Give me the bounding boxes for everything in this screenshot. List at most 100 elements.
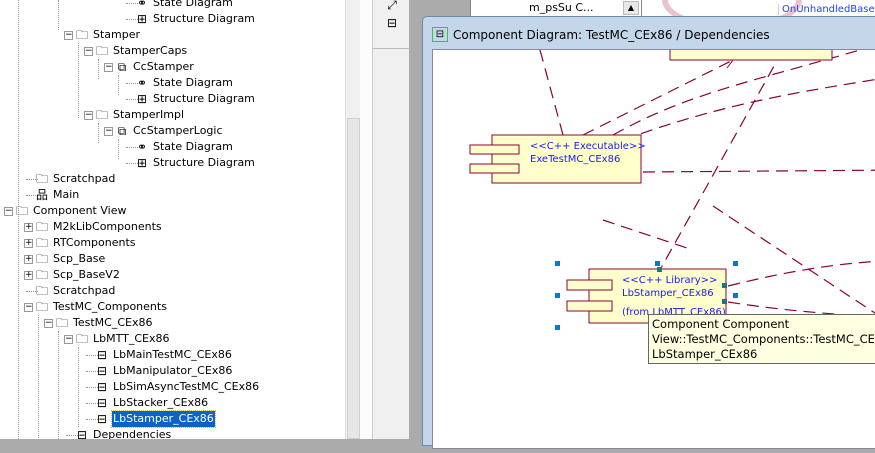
tree-item[interactable]: +🗀M2kLibComponents: [0, 219, 345, 235]
tree-connector: [126, 3, 138, 4]
expand-toggle[interactable]: +: [24, 254, 33, 264]
tree-item[interactable]: −⧉ CcStamper: [0, 59, 345, 75]
tree-guide-line: [18, 0, 19, 215]
collapse-toggle[interactable]: −: [24, 302, 33, 312]
component-diagram-window[interactable]: ⊟ Component Diagram: TestMC_CEx86 / Depe…: [422, 16, 875, 449]
dependency-line[interactable]: [612, 44, 875, 136]
tree-connector: [126, 163, 138, 164]
structure-diagram-icon: ⊞: [136, 156, 148, 170]
background-panel: m_psSu C... ▲: [470, 0, 642, 17]
tree-connector: [66, 435, 78, 436]
tree-item[interactable]: 🗀Scratchpad: [0, 283, 345, 299]
folder-icon: 🗀: [95, 44, 108, 58]
dependency-line[interactable]: [642, 169, 875, 173]
tree-item[interactable]: −⧉CcStamperLogic: [0, 123, 345, 139]
port-item[interactable]: m_psSu C...: [529, 1, 594, 14]
tree-item-label: Structure Diagram: [153, 12, 255, 25]
tree-item[interactable]: −🗀Stamper: [0, 27, 345, 43]
folder-icon: 🗀: [15, 204, 28, 218]
tree-scrollbar[interactable]: [345, 0, 360, 439]
tree-item-label: Scratchpad: [53, 284, 116, 297]
tree-item-label: LbMainTestMC_CEx86: [113, 348, 232, 361]
dependency-tool-icon[interactable]: ⤢: [387, 0, 397, 12]
port-label: OnUnhandledBasePort: [778, 4, 875, 15]
dependency-line[interactable]: [660, 49, 784, 269]
tree-item[interactable]: ⊞Structure Diagram: [0, 155, 345, 171]
tree-item[interactable]: 🗀Scratchpad: [0, 171, 345, 187]
tree-item[interactable]: ⊟Dependencies: [0, 427, 345, 439]
tree-item[interactable]: ⚭State Diagram: [0, 75, 345, 91]
diagram-canvas[interactable]: <<C++ Executable>> ExeTestMC_CEx86 <<C++…: [432, 44, 875, 449]
component-icon: ⊟: [96, 348, 108, 362]
connection-points[interactable]: [657, 267, 727, 304]
panel-splitter[interactable]: [360, 0, 373, 439]
structure-diagram-icon: ⊞: [136, 12, 148, 26]
folder-icon: 🗀: [35, 220, 48, 234]
background-diagram: OnUnhandledBasePort: [642, 0, 875, 30]
lib-name: LbStamper_CEx86: [622, 288, 714, 299]
folder-icon: 🗀: [35, 172, 48, 186]
tree-item[interactable]: ⊟LbManipulator_CEx86: [0, 363, 345, 379]
collapse-toggle[interactable]: −: [64, 334, 73, 344]
collapse-toggle[interactable]: −: [44, 318, 53, 328]
component-box[interactable]: [669, 44, 833, 61]
folder-icon: 🗀: [35, 236, 48, 250]
tree-item[interactable]: −🗀StamperImpl: [0, 107, 345, 123]
dependency-line[interactable]: [622, 75, 875, 141]
dependency-line[interactable]: [602, 219, 694, 251]
collapse-toggle[interactable]: −: [104, 126, 113, 136]
diagram-svg: <<C++ Executable>> ExeTestMC_CEx86 <<C++…: [469, 44, 875, 330]
tree-item[interactable]: ⊟ LbMainTestMC_CEx86: [0, 347, 345, 363]
collapse-toggle[interactable]: −: [84, 46, 93, 56]
collapse-toggle[interactable]: −: [64, 30, 73, 40]
scrollbar-thumb[interactable]: [347, 118, 360, 439]
component-icon: ⊟: [96, 396, 108, 410]
dependency-line[interactable]: [727, 260, 875, 287]
tree-item[interactable]: ⊟LbSimAsyncTestMC_CEx86: [0, 379, 345, 395]
dependency-line[interactable]: [582, 59, 734, 136]
tree-item[interactable]: −🗀TestMC_CEx86: [0, 315, 345, 331]
tree-item[interactable]: ⚭State Diagram: [0, 0, 345, 11]
tree-connector: [26, 195, 38, 196]
model-tree[interactable]: ⚭State Diagram⊞Structure Diagram−🗀Stampe…: [0, 0, 345, 439]
dependency-line[interactable]: [727, 301, 875, 318]
tree-item[interactable]: ⊟LbStacker_CEx86: [0, 395, 345, 411]
tree-item[interactable]: ⊟LbStamper_CEx86: [0, 410, 345, 428]
tree-item-label: LbStamper_CEx86: [111, 410, 216, 428]
folder-icon: 🗀: [75, 28, 88, 42]
expand-toggle[interactable]: +: [24, 270, 33, 280]
tree-item[interactable]: −🗀StamperCaps: [0, 43, 345, 59]
expand-toggle[interactable]: +: [24, 222, 33, 232]
tree-item-label: Main: [53, 188, 80, 201]
tree-connector: [126, 83, 138, 84]
tree-item[interactable]: ⚭State Diagram: [0, 139, 345, 155]
scroll-up-button[interactable]: ▲: [623, 1, 639, 15]
tree-connector: [86, 387, 98, 388]
tree-item[interactable]: −🗀TestMC_Components: [0, 299, 345, 315]
component-tool-icon[interactable]: ⊟: [386, 16, 398, 30]
collapse-toggle[interactable]: −: [104, 62, 113, 72]
tree-item-label: CcStamper: [133, 60, 194, 73]
tree-item[interactable]: ⊞Structure Diagram: [0, 91, 345, 107]
tree-connector: [26, 179, 38, 180]
collapse-toggle[interactable]: −: [4, 206, 13, 216]
dependency-line[interactable]: [712, 205, 875, 325]
expand-toggle[interactable]: +: [24, 238, 33, 248]
tree-item-label: CcStamperLogic: [133, 124, 223, 137]
tree-item[interactable]: +🗀Scp_Base: [0, 251, 345, 267]
tree-connector: [86, 419, 98, 420]
tree-item[interactable]: −🗀LbMTT_CEx86: [0, 331, 345, 347]
tree-item[interactable]: ⊞ Structure Diagram: [0, 11, 345, 27]
tree-item[interactable]: +🗀Scp_BaseV2: [0, 267, 345, 283]
capsule-icon: ⧉: [117, 60, 127, 74]
dependency-line[interactable]: [539, 49, 564, 136]
tree-item[interactable]: −🗀Component View: [0, 203, 345, 219]
exe-component[interactable]: <<C++ Executable>> ExeTestMC_CEx86: [469, 134, 646, 184]
folder-icon: 🗀: [95, 108, 108, 122]
collapse-toggle[interactable]: −: [84, 110, 93, 120]
folder-icon: 🗀: [55, 316, 68, 330]
tree-item[interactable]: +🗀RTComponents: [0, 235, 345, 251]
tree-item-label: Scp_BaseV2: [53, 268, 120, 281]
folder-icon: 🗀: [75, 332, 88, 346]
